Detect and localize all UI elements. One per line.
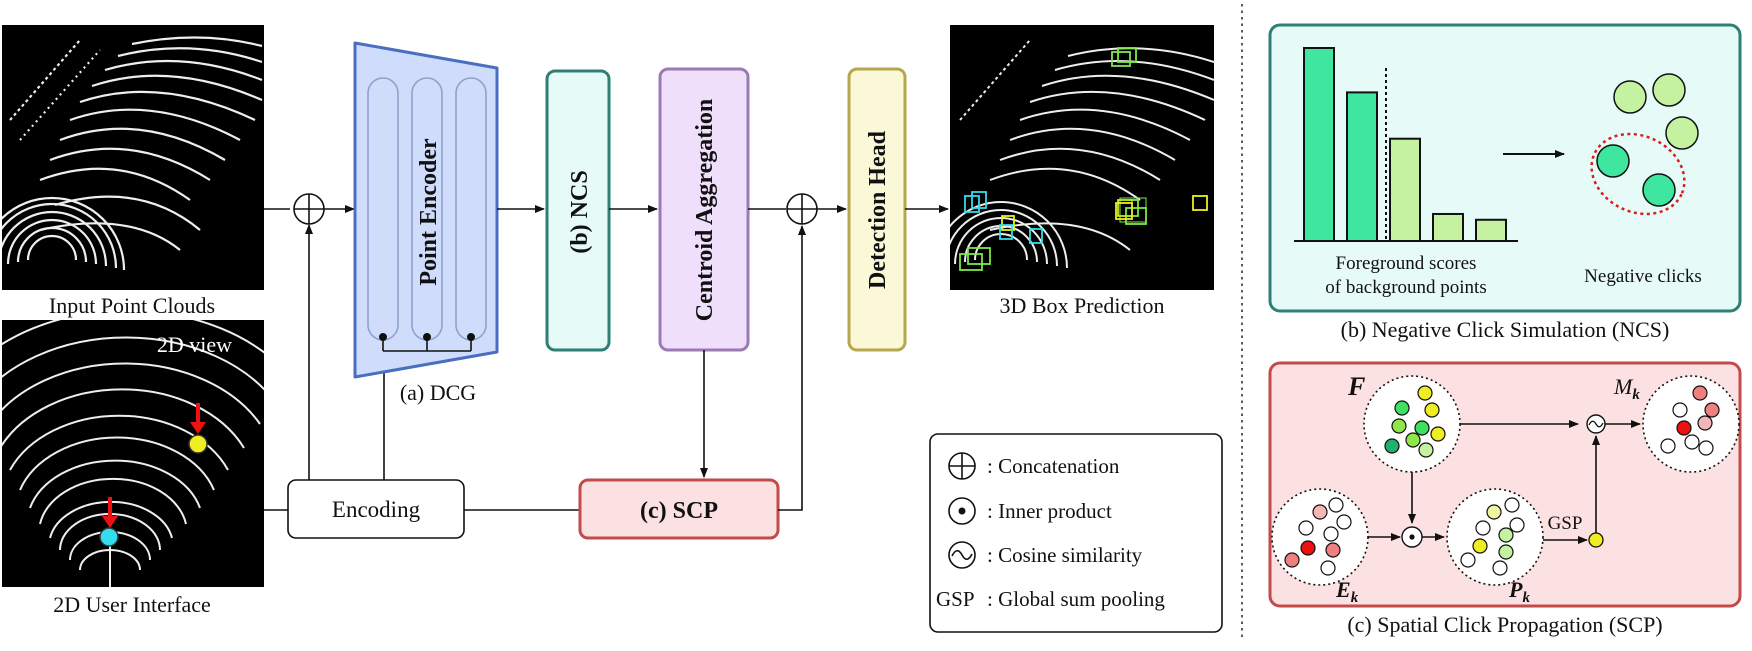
red-arrow-icon [102,497,118,528]
ncs-block [545,69,611,352]
pk-symbol: Pk [1508,577,1530,606]
point-encoder-label: Point Encoder [416,138,442,286]
user-interface-label: 2D User Interface [53,592,211,617]
view-2d-label: 2D view [157,332,232,357]
scp-caption: (c) Spatial Click Propagation (SCP) [1347,612,1662,637]
scores-label-line1: Foreground scores [1336,253,1477,274]
box-prediction-label: 3D Box Prediction [1000,293,1165,318]
feature-cluster-f [1363,375,1461,473]
negative-click-points [1596,73,1699,207]
predicted-box [959,253,983,271]
score-bar [1389,137,1421,243]
pooled-click-point [1588,532,1604,548]
cyan-click-point [99,527,119,547]
score-bar [1432,212,1464,242]
scp-label: (c) SCP [640,498,718,524]
negative-clicks-label: Negative clicks [1584,266,1702,287]
predicted-box [1117,47,1137,63]
mask-points [1660,385,1720,456]
click-embedding-points [1284,497,1352,576]
predicted-box [999,224,1013,240]
centroid-aggregation-label: Centroid Aggregation [692,99,718,321]
cosine-similarity-legend-icon [948,541,976,569]
predicted-box [967,247,991,265]
predicted-box [1111,51,1131,67]
point-encoder-block [353,41,499,379]
concat-operator-icon [293,193,325,225]
score-bar [1303,47,1335,242]
ncs-score-bars [1303,47,1507,243]
legend-concat: : Concatenation [987,454,1120,478]
user-interface-image [2,320,264,587]
encoding-box [287,479,465,539]
inner-product-legend-icon [948,497,976,525]
legend-box [929,433,1223,633]
yellow-click-point [188,434,208,454]
f-symbol: F [1347,372,1365,401]
encoding-label: Encoding [332,497,421,522]
encoder-skip-connections [378,332,475,352]
click-embedding-cluster-ek [1271,488,1369,586]
predicted-box [1115,202,1133,220]
arrow [778,225,806,511]
predicted-box [1029,228,1043,244]
feature-points [1384,385,1446,458]
red-arrow-icon [190,403,206,434]
inner-product-icon [1401,526,1423,548]
concat-legend-icon [948,452,976,480]
legend-gsp: : Global sum pooling [987,587,1165,611]
cosine-similarity-icon [1586,414,1606,434]
mask-cluster-mk [1642,375,1740,473]
ncs-caption: (b) Negative Click Simulation (NCS) [1341,317,1670,342]
mk-symbol: Mk [1613,374,1640,403]
scores-label-line2: of background points [1325,277,1486,298]
gsp-label: GSP [1548,513,1583,534]
concat-operator-icon [786,193,818,225]
score-bar [1346,91,1378,242]
legend-gsp-abbr: GSP [936,587,975,611]
ek-symbol: Ek [1335,577,1359,606]
input-point-clouds-label: Input Point Clouds [49,293,215,318]
predicted-box [1001,215,1015,231]
box-prediction-image [950,25,1214,290]
input-point-cloud-image [2,25,264,290]
detection-head-label: Detection Head [865,130,891,289]
propagated-points [1460,497,1525,576]
predicted-box [1119,197,1147,223]
predicted-box [1192,195,1208,211]
ncs-label: (b) NCS [567,170,593,253]
score-bar [1475,218,1507,243]
predicted-box [971,191,987,209]
dcg-label: (a) DCG [400,380,476,405]
legend-inner: : Inner product [987,499,1112,523]
legend-cosine: : Cosine similarity [987,543,1143,567]
scp-block [578,478,780,540]
